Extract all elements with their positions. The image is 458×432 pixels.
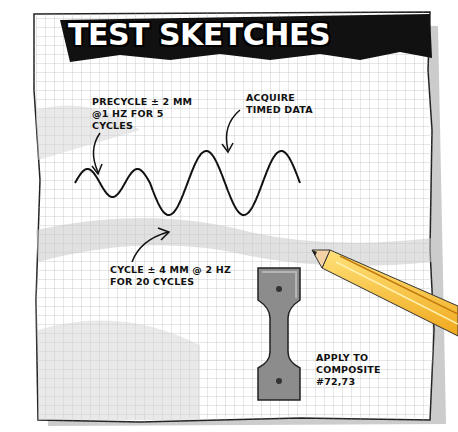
paper-fold <box>36 218 432 266</box>
grip-hole <box>276 286 282 292</box>
handwritten-note: CYCLE ± 4 MM @ 2 HZ FOR 20 CYCLES <box>110 264 240 288</box>
paper-shade <box>38 320 200 420</box>
leader-line <box>132 232 168 262</box>
arrowhead <box>158 228 169 240</box>
leader-line <box>93 133 100 172</box>
handwritten-note: PRECYCLE ± 2 MM @1 HZ FOR 5 CYCLES <box>92 96 208 132</box>
title: TEST SKETCHES <box>68 18 330 52</box>
grip-hole <box>276 378 282 384</box>
arrowhead <box>222 143 233 152</box>
waveform <box>75 151 300 215</box>
composite-specimen <box>258 268 300 400</box>
handwritten-note: APPLY TO COMPOSITE #72,73 <box>316 352 416 388</box>
handwritten-note: ACQUIRE TIMED DATA <box>246 92 326 116</box>
specimen-highlight <box>262 272 296 298</box>
graph-paper <box>34 12 434 422</box>
paper-grid <box>34 12 434 422</box>
pencil <box>312 250 458 336</box>
arrowhead <box>92 164 102 174</box>
title-banner <box>60 14 432 62</box>
